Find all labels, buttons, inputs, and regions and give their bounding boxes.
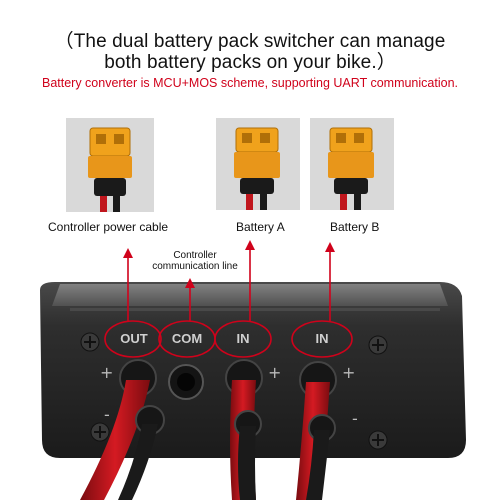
controller-communication-line-label: Controller communication line [130, 250, 260, 272]
in-b-port-highlight [291, 320, 353, 358]
output-cable [80, 380, 150, 500]
svg-text:+: + [268, 363, 281, 382]
in-a-port-highlight [214, 320, 272, 358]
port-label-com: COM [171, 331, 203, 346]
svg-text:+: + [342, 363, 355, 382]
battery-a-label: Battery A [236, 220, 285, 234]
controller-connector-photo [66, 118, 154, 212]
svg-text:+: + [100, 363, 113, 382]
controller-communication-line-label-1: Controller [173, 250, 217, 261]
port-label-in-a: IN [236, 331, 250, 346]
out-port-highlight [104, 320, 162, 358]
subtitle: Battery converter is MCU+MOS scheme, sup… [41, 76, 458, 90]
headline-line-1: （The dual battery pack switcher can mana… [54, 31, 446, 52]
controller-power-cable-label: Controller power cable [48, 220, 169, 234]
arrow-up-icon [185, 278, 195, 288]
screw-icon [368, 430, 388, 450]
battery-a-connector-photo [216, 118, 300, 210]
screw-icon [80, 332, 100, 352]
controller-communication-line-label-2: communication line [152, 261, 238, 272]
port-label-in-b: IN [315, 331, 329, 346]
port-label-out: OUT [120, 331, 148, 346]
svg-text:-: - [352, 409, 358, 428]
svg-text:-: - [104, 405, 110, 424]
arrow-up-icon [245, 240, 255, 250]
headline-line-2: both battery packs on your bike.） [104, 52, 396, 73]
battery-b-connector-photo [310, 118, 394, 210]
arrow-up-icon [325, 242, 335, 252]
screw-icon [368, 335, 388, 355]
battery-b-label: Battery B [330, 220, 380, 234]
arrow-up-icon [123, 248, 133, 258]
screw-icon [90, 422, 110, 442]
